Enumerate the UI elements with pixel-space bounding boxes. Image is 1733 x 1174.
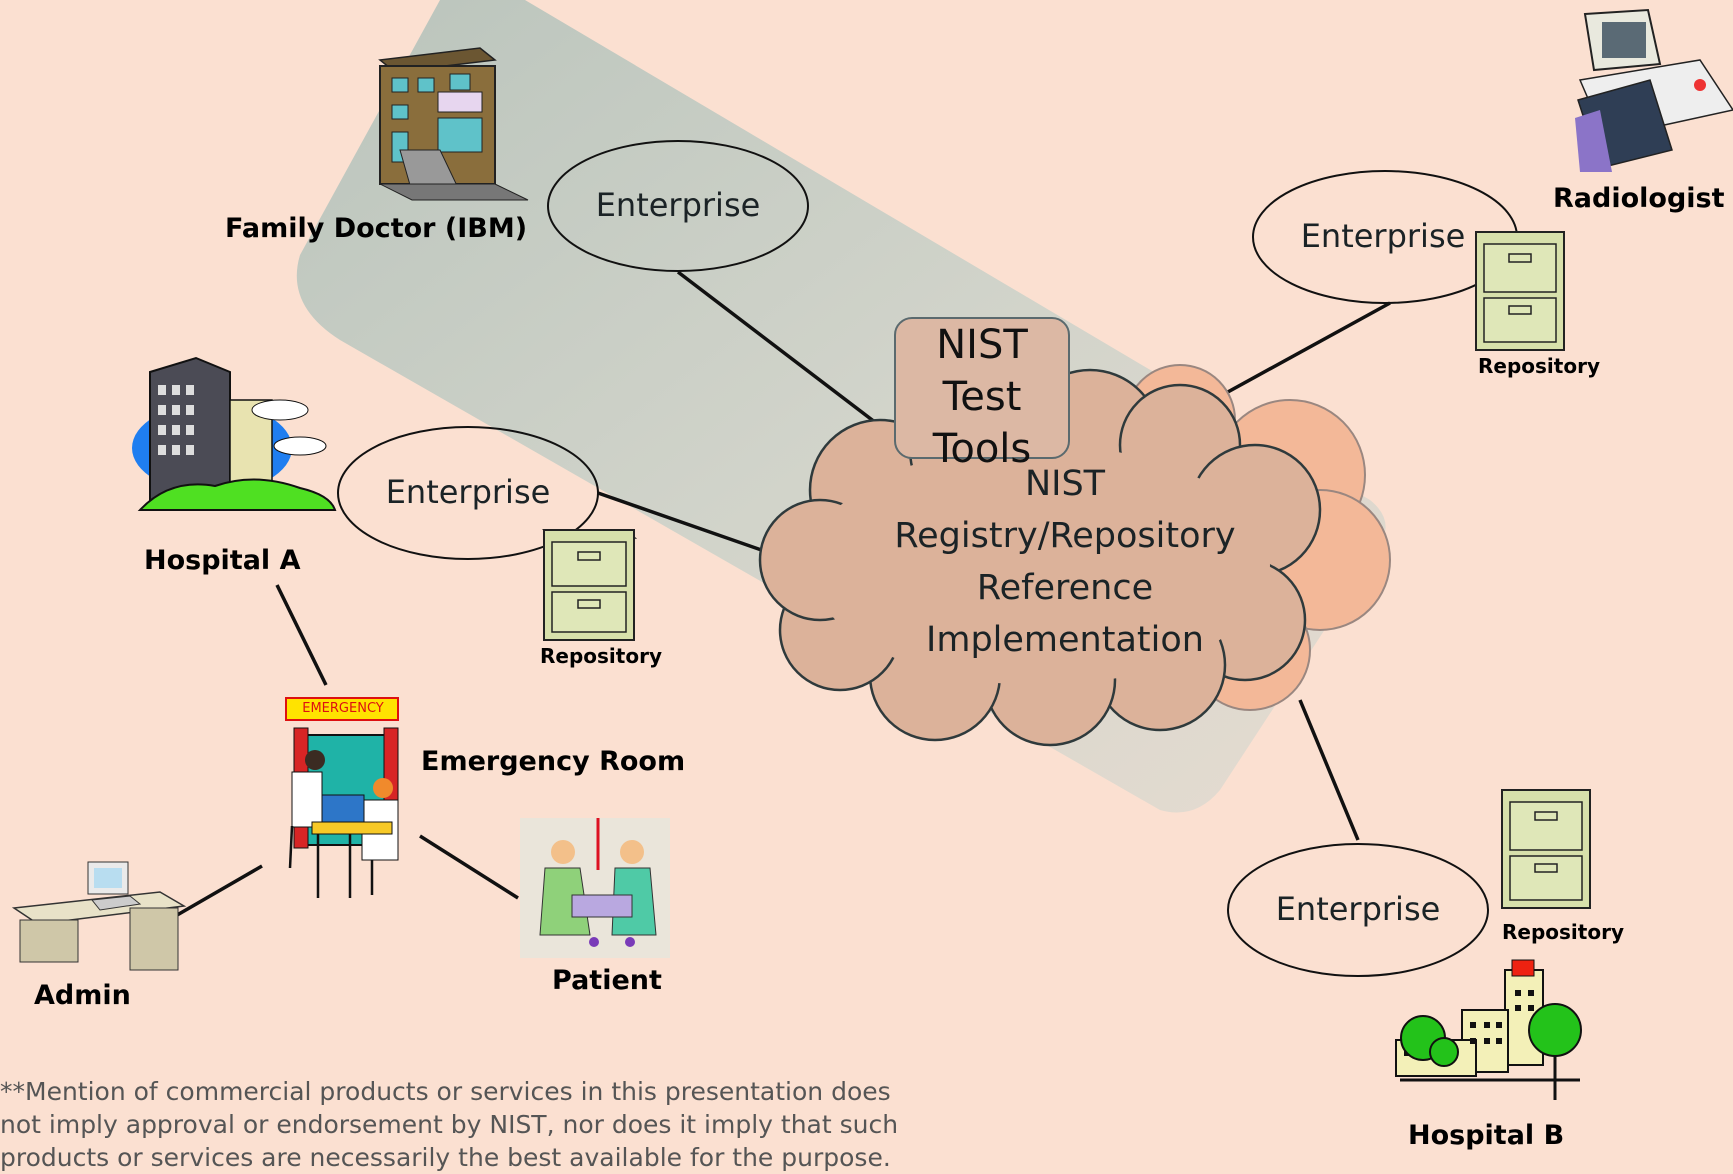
nist-test-tools-box: NIST Test Tools	[894, 317, 1070, 472]
radiologist-label: Radiologist	[1553, 183, 1725, 214]
line-top-enterprise-cloud	[676, 270, 907, 447]
disclaimer-text: **Mention of commercial products or serv…	[0, 1077, 899, 1172]
repository-icon-bottom	[1501, 789, 1591, 909]
repository-icon-right	[1475, 231, 1565, 351]
hospital-b-label: Hospital B	[1408, 1120, 1565, 1151]
admin-label: Admin	[34, 980, 131, 1011]
enterprise-ellipse-left	[337, 426, 599, 560]
nist-registry-cloud-text: NIST Registry/Repository Reference Imple…	[860, 458, 1270, 666]
enterprise-ellipse-bottom	[1227, 843, 1489, 977]
test-tools-line-2: Test	[942, 374, 1022, 420]
patient-label: Patient	[552, 965, 662, 996]
hospital-b-icon	[1395, 959, 1582, 1100]
test-tools-line-1: NIST	[936, 322, 1028, 368]
repository-label-bottom: Repository	[1502, 920, 1624, 944]
enterprise-label-right: Enterprise	[1300, 217, 1466, 255]
line-er-patient	[419, 834, 519, 900]
enterprise-ellipse-top	[547, 140, 809, 272]
admin-desk-icon	[11, 861, 187, 971]
connector-lines	[171, 270, 1391, 920]
line-bottom-enterprise-cloud	[1298, 699, 1360, 841]
repository-label-left: Repository	[540, 644, 662, 668]
line-er-admin	[171, 864, 263, 920]
emergency-room-icon	[285, 697, 399, 898]
cloud-line-2: Registry/Repository	[894, 516, 1236, 556]
cloud-line-3: Reference	[976, 568, 1154, 608]
patient-icon	[520, 818, 670, 958]
family-doctor-building-icon	[378, 47, 529, 201]
enterprise-label-bottom: Enterprise	[1275, 890, 1441, 928]
enterprise-label-left: Enterprise	[385, 473, 551, 511]
emergency-room-label: Emergency Room	[421, 746, 686, 777]
line-left-enterprise-cloud	[597, 491, 791, 562]
repository-icon-left	[541, 529, 638, 641]
radiologist-icon	[1575, 8, 1733, 172]
test-tools-line-3: Tools	[932, 426, 1032, 472]
enterprise-ellipses	[337, 140, 1518, 977]
cloud-line-1: NIST	[1024, 464, 1106, 504]
repository-label-right: Repository	[1478, 354, 1600, 378]
emergency-sign-text: EMERGENCY	[302, 701, 384, 716]
hospital-a-icon	[132, 356, 337, 511]
cloud-line-4: Implementation	[926, 620, 1204, 660]
line-hospital-a-er	[275, 584, 328, 686]
hospital-a-label: Hospital A	[144, 545, 301, 576]
enterprise-label-top: Enterprise	[595, 186, 761, 224]
family-doctor-label: Family Doctor (IBM)	[225, 213, 528, 244]
